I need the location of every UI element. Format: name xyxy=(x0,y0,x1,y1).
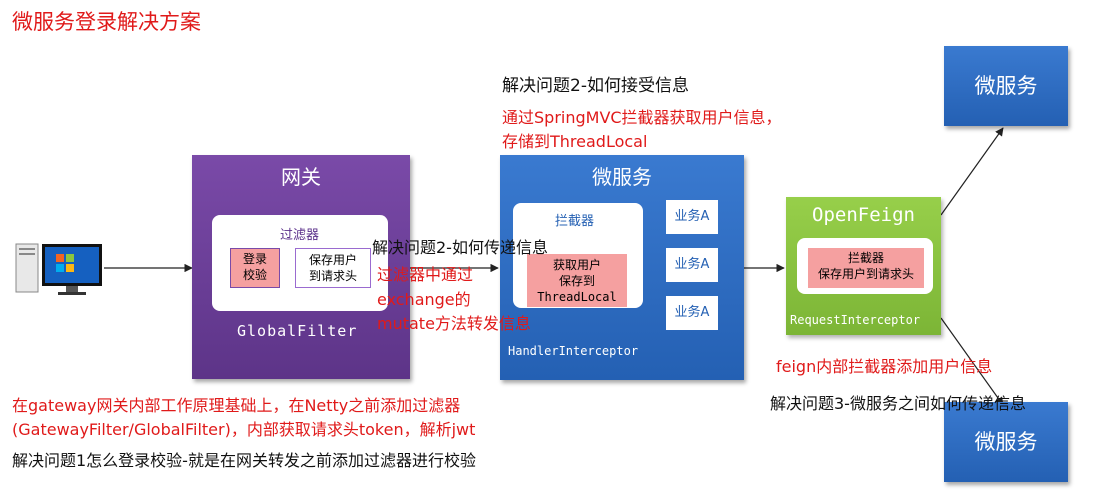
feign-note: feign内部拦截器添加用户信息 xyxy=(776,357,993,376)
microservice-title: 微服务 xyxy=(592,165,652,189)
service-top: 微服务 xyxy=(944,46,1068,126)
arrow-feign-to-service-top xyxy=(940,127,1004,216)
problem2-pass-text: 解决问题2-如何传递信息 xyxy=(372,238,548,257)
global-filter-label: GlobalFilter xyxy=(237,322,358,340)
filter-note-line1: 过滤器中通过 xyxy=(377,265,474,284)
mvc-note-line2: 存储到ThreadLocal xyxy=(502,132,648,151)
filter-note-line3: mutate方法转发信息 xyxy=(377,314,531,333)
login-check-line2: 校验 xyxy=(242,268,267,282)
request-interceptor-label: RequestInterceptor xyxy=(790,313,921,327)
computer-icon xyxy=(14,242,104,300)
problem1-text: 解决问题1怎么登录校验-就是在网关转发之前添加过滤器进行校验 xyxy=(12,451,476,470)
feign-save-user: 保存用户到请求头 xyxy=(817,267,914,281)
gateway-note-line2: (GatewayFilter/GlobalFilter)，内部获取请求头toke… xyxy=(12,420,476,439)
interceptor-label: 拦截器 xyxy=(555,214,595,229)
arrow-feign-to-service-bottom xyxy=(940,317,1004,406)
handler-interceptor-label: HandlerInterceptor xyxy=(508,344,639,358)
business-a-2: 业务A xyxy=(666,248,718,282)
service-bottom: 微服务 xyxy=(944,402,1068,482)
feign-interceptor-label: 拦截器 xyxy=(847,251,884,265)
get-user-line3: ThreadLocal xyxy=(537,290,617,304)
openfeign-title: OpenFeign xyxy=(812,204,915,226)
business-a-1: 业务A xyxy=(666,200,718,234)
gateway-note-line1: 在gateway网关内部工作原理基础上，在Netty之前添加过滤器 xyxy=(12,396,461,415)
page-title: 微服务登录解决方案 xyxy=(12,10,201,34)
save-user-line1: 保存用户 xyxy=(308,253,357,267)
filter-label: 过滤器 xyxy=(280,228,320,243)
problem3-text: 解决问题3-微服务之间如何传递信息 xyxy=(770,394,1026,413)
get-user-line2: 保存到 xyxy=(558,274,595,288)
mvc-note-line1: 通过SpringMVC拦截器获取用户信息， xyxy=(502,108,782,127)
login-check-line1: 登录 xyxy=(242,252,267,266)
business-a-3: 业务A xyxy=(666,296,718,330)
filter-note-line2: exchange的 xyxy=(377,290,471,309)
gateway-title: 网关 xyxy=(281,165,321,189)
save-user-line2: 到请求头 xyxy=(308,269,357,283)
get-user-line1: 获取用户 xyxy=(552,258,601,272)
login-check-box: 登录 校验 xyxy=(230,248,280,288)
problem2-receive-text: 解决问题2-如何接受信息 xyxy=(502,76,689,96)
save-user-box: 保存用户 到请求头 xyxy=(295,248,371,288)
get-user-box: 获取用户 保存到 ThreadLocal xyxy=(527,254,627,307)
feign-interceptor-box: 拦截器 保存用户到请求头 xyxy=(808,248,924,288)
